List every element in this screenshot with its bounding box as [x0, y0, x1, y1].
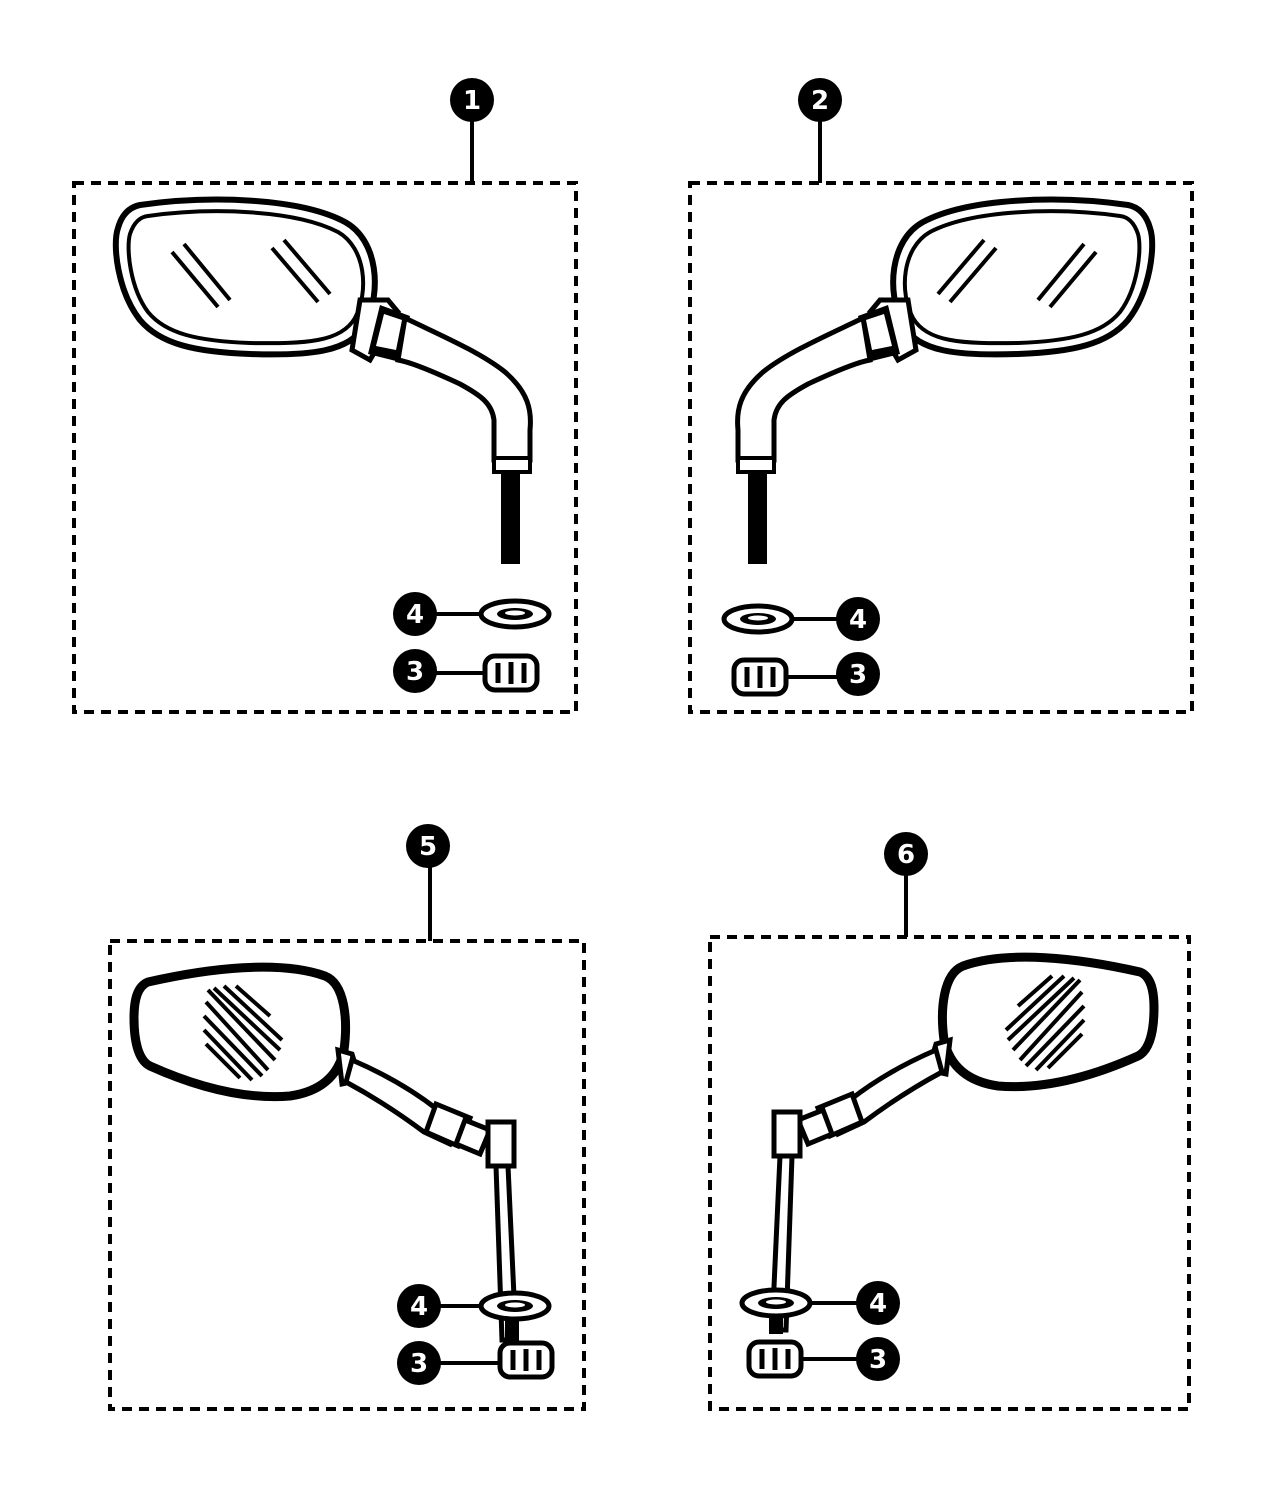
callout-badge: 3: [393, 649, 437, 693]
callout-badge: 1: [450, 78, 494, 122]
washer-icon: [481, 601, 549, 627]
callout-badge: 4: [836, 597, 880, 641]
nut-icon: [500, 1343, 552, 1377]
washer-icon: [724, 606, 792, 632]
callout-badge: 4: [856, 1281, 900, 1325]
assembly-group-6: 6 4 3: [708, 832, 1191, 1411]
callout-number: 6: [897, 840, 915, 870]
callout-badge: 2: [798, 78, 842, 122]
washer-icon: [742, 1290, 810, 1316]
group-boundary: [688, 181, 1194, 714]
callout-badge: 3: [836, 652, 880, 696]
assembly-group-2: 2 4 3: [688, 78, 1194, 714]
callout-number: 2: [811, 86, 829, 116]
callout-number: 3: [410, 1349, 428, 1379]
callout-number: 4: [869, 1289, 887, 1319]
callout-badge: 4: [397, 1284, 441, 1328]
mirror-oval-left-icon: [116, 200, 531, 564]
callout-badge: 6: [884, 832, 928, 876]
mirror-oval-right-icon: [738, 200, 1153, 564]
assembly-group-5: 5 4 3: [108, 824, 586, 1411]
mirror-angular-right-icon: [769, 957, 1154, 1334]
nut-icon: [485, 656, 537, 690]
mirror-angular-left-icon: [134, 967, 519, 1344]
callout-number: 1: [463, 86, 481, 116]
callout-number: 4: [406, 600, 424, 630]
group-boundary: [708, 935, 1191, 1411]
callout-number: 3: [406, 657, 424, 687]
callout-number: 3: [869, 1345, 887, 1375]
callout-number: 5: [419, 832, 437, 862]
callout-number: 4: [410, 1292, 428, 1322]
callout-badge: 3: [397, 1341, 441, 1385]
callout-number: 4: [849, 605, 867, 635]
washer-icon: [481, 1293, 549, 1319]
nut-icon: [749, 1342, 801, 1376]
assembly-group-1: 1 4 3: [72, 78, 578, 714]
group-boundary: [108, 939, 586, 1411]
callout-number: 3: [849, 660, 867, 690]
callout-badge: 4: [393, 592, 437, 636]
group-boundary: [72, 181, 578, 714]
callout-badge: 5: [406, 824, 450, 868]
callout-badge: 3: [856, 1337, 900, 1381]
nut-icon: [734, 660, 786, 694]
